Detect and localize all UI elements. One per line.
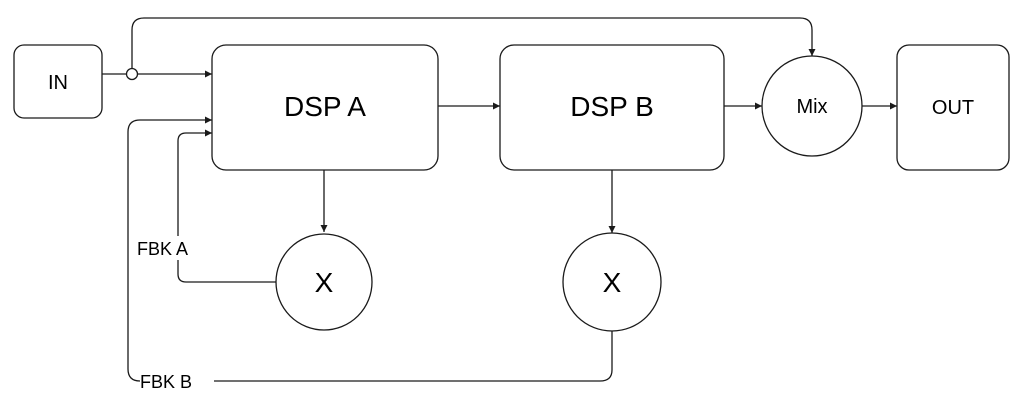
mix-label: Mix <box>796 96 827 118</box>
dsp-b-label: DSP B <box>570 91 654 122</box>
wire-feedback-b <box>127 120 613 382</box>
dsp-a-label: DSP A <box>284 91 366 122</box>
in-label: IN <box>48 72 68 94</box>
multiplier-a-node <box>275 233 373 331</box>
dsp-b-block <box>499 44 725 171</box>
dsp-a-block <box>211 44 439 171</box>
wire-feedback-a <box>177 133 277 283</box>
feedback-a-label: FBK A <box>137 239 188 259</box>
mix-node <box>761 55 863 157</box>
wire-bypass-to-mix <box>131 17 816 68</box>
feedback-b-label: FBK B <box>140 372 192 392</box>
multiplier-b-label: X <box>603 267 622 298</box>
multiplier-a-label: X <box>315 267 334 298</box>
in-block <box>13 44 103 119</box>
out-label: OUT <box>932 97 974 119</box>
junction-node <box>125 67 139 81</box>
multiplier-b-node <box>562 232 662 332</box>
out-block <box>896 44 1010 171</box>
